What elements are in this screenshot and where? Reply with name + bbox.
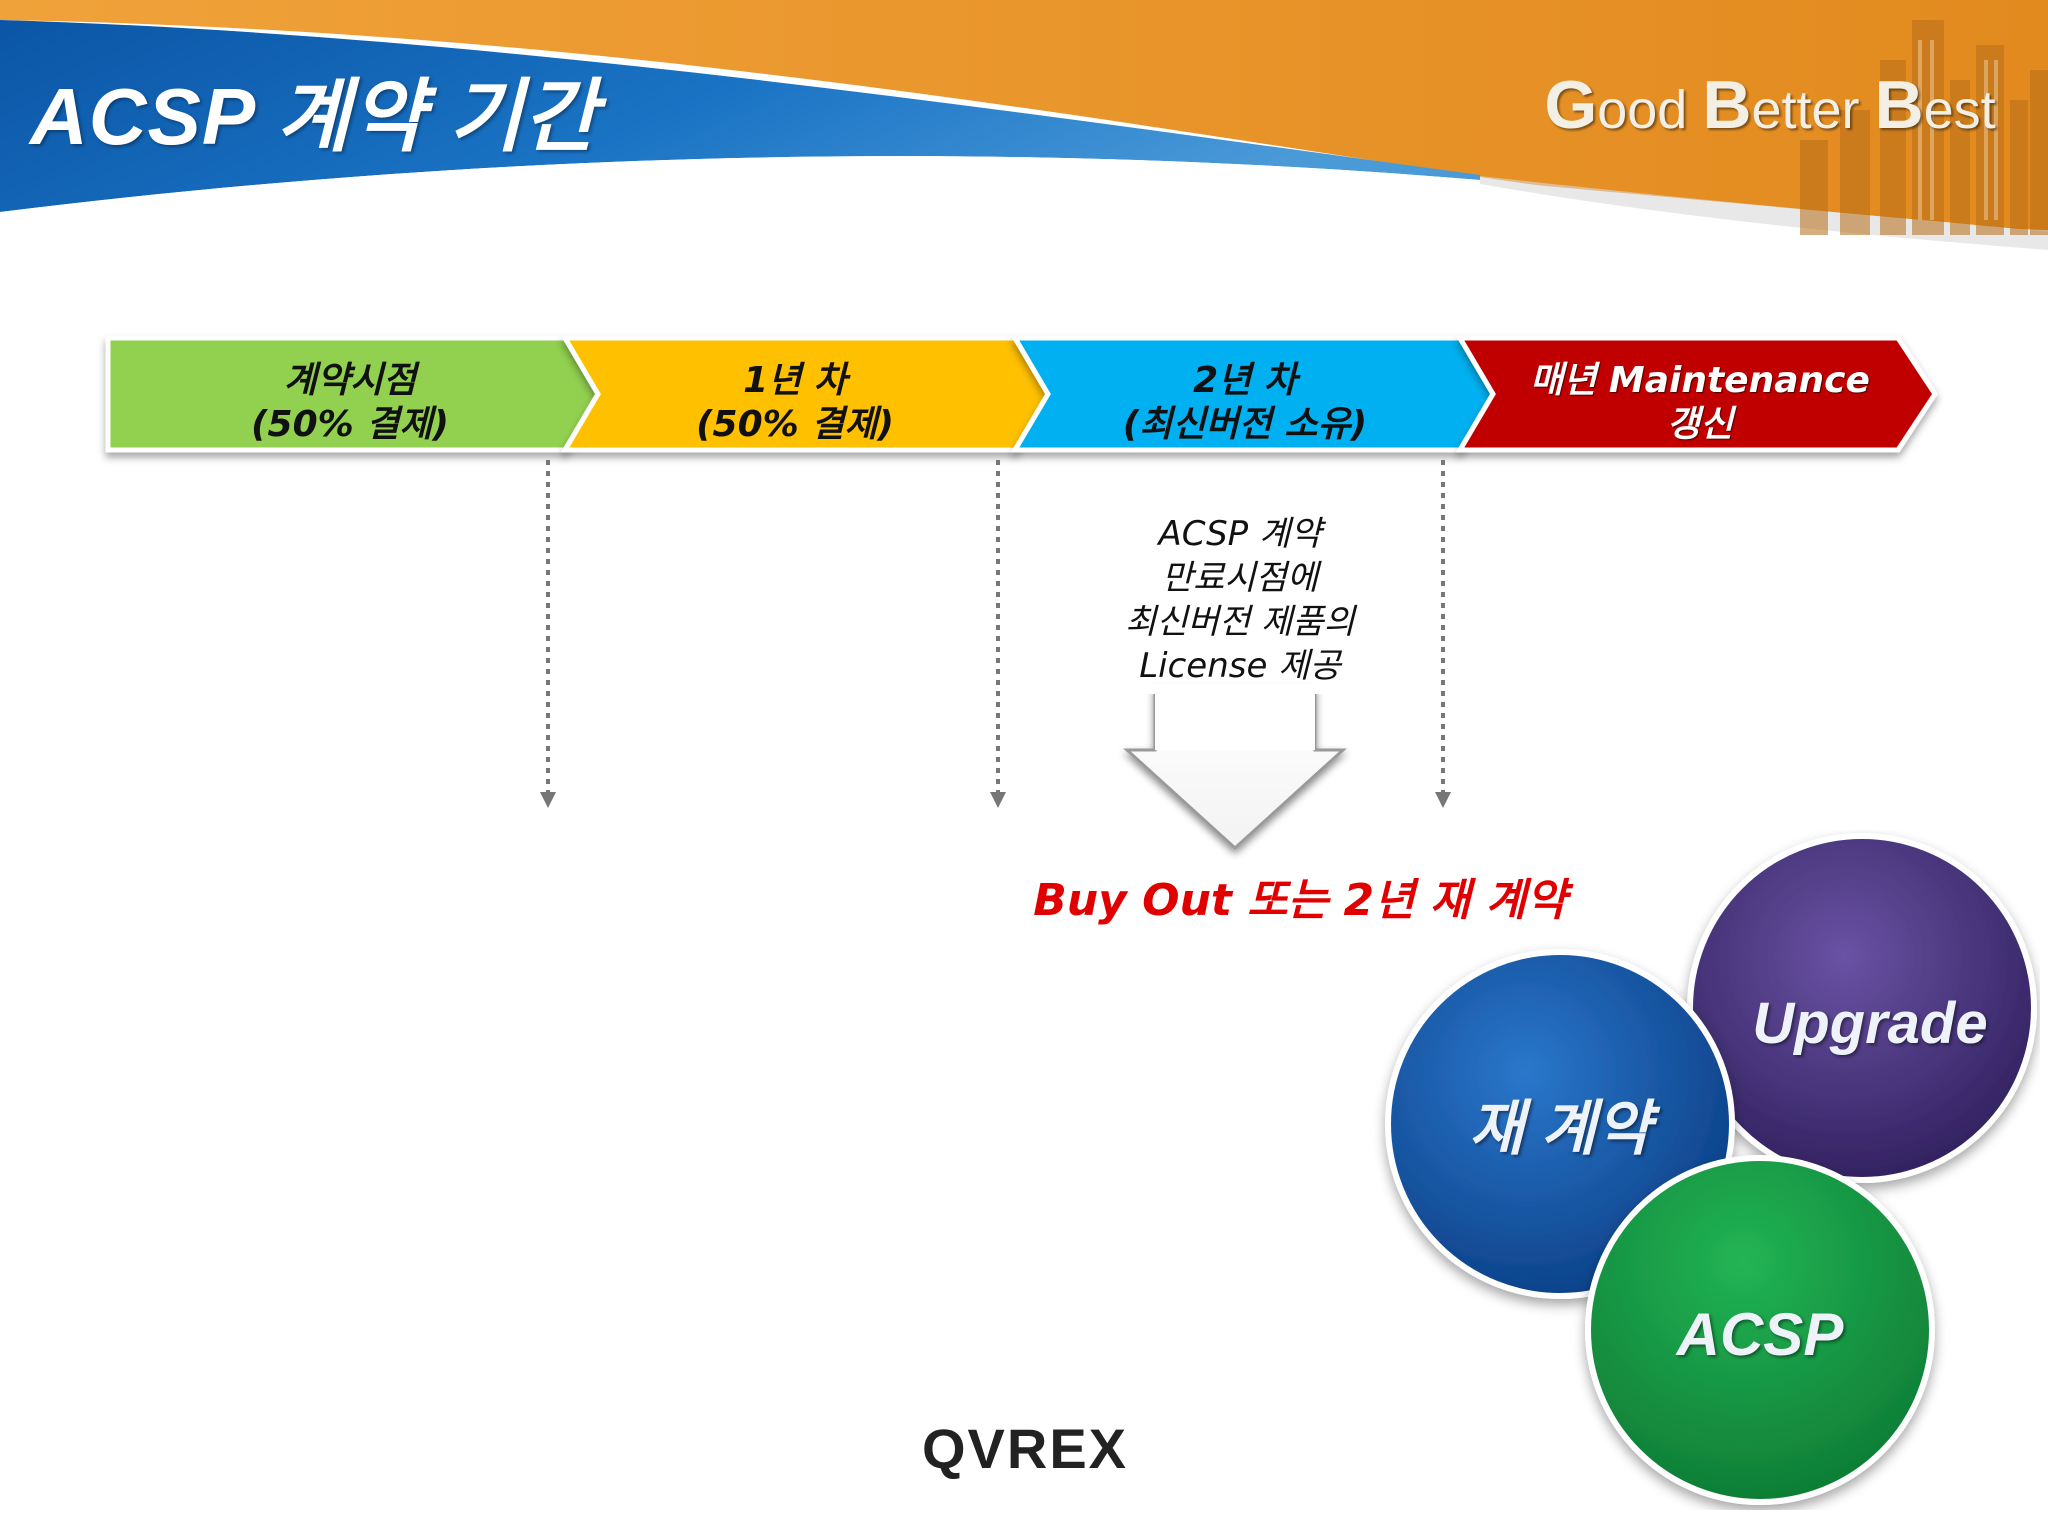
contract-result-text: Buy Out 또는 2년 재 계약	[1033, 875, 1567, 926]
header-banner	[0, 0, 2048, 280]
arrowhead-2-icon	[990, 792, 1006, 808]
slogan-word-better: Better	[1702, 67, 1860, 143]
timeline-step-1-label: 계약시점 (50% 결제)	[251, 360, 449, 445]
arrowhead-1-icon	[540, 792, 556, 808]
timeline-step-2-label: 1년 차 (50% 결제)	[696, 360, 894, 445]
slogan-word-good: Good	[1544, 67, 1688, 143]
cycle-circles	[1385, 833, 2037, 1505]
skyline-graphic	[1800, 20, 2048, 235]
arrowhead-3-icon	[1435, 792, 1451, 808]
recontract-circle-label: 재 계약	[1468, 1095, 1652, 1162]
license-note: ACSP 계약 만료시점에 최신버전 제품의 License 제공	[1125, 514, 1355, 686]
guide-arrowheads	[540, 792, 1451, 808]
timeline-chevrons	[105, 335, 1938, 795]
down-arrow-icon	[1123, 684, 1347, 851]
acsp-circle	[1585, 1155, 1935, 1505]
page-title: ACSP 계약 기간	[30, 72, 599, 161]
timeline-step-4-shape	[1455, 335, 1938, 453]
slogan-word-best: Best	[1874, 67, 1996, 143]
brand-logo: QVREX	[921, 1417, 1129, 1480]
timeline-step-3-label: 2년 차 (최신버전 소유)	[1122, 360, 1368, 445]
upgrade-circle-label: Upgrade	[1752, 991, 1988, 1056]
timeline-step-4-label: 매년 Maintenance 갱신	[1530, 360, 1870, 445]
acsp-circle-label: ACSP	[1676, 1301, 1844, 1368]
slogan-logo: Good Better Best	[1530, 66, 2010, 144]
